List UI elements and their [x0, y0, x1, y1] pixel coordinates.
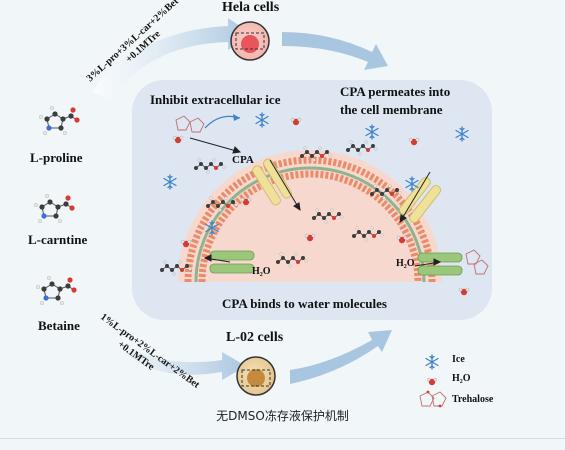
- hela-cells-label: Hela cells: [222, 0, 279, 16]
- arrow-bottom-label-line1: 1%L-pro+2%L-car+2%Bet: [98, 312, 202, 392]
- betaine-label: Betaine: [38, 318, 80, 334]
- legend-trehalose-label: Trehalose: [452, 394, 493, 405]
- betaine-molecule: [36, 276, 76, 305]
- legend-water-label: H₂O: [452, 373, 471, 384]
- permeates-text-line2: the cell membrane: [340, 102, 443, 118]
- top-right-arrow: [282, 32, 388, 70]
- l-proline-molecule: [39, 106, 79, 135]
- h2o-right-label: H₂O: [396, 258, 415, 269]
- l02-cells-label: L-02 cells: [226, 330, 283, 346]
- legend-ice-label: Ice: [452, 354, 465, 365]
- cpa-label: CPA: [232, 154, 254, 166]
- legend-water-icon: [427, 378, 437, 385]
- inhibit-ice-text: Inhibit extracellular ice: [150, 92, 280, 108]
- l-proline-label: L-proline: [30, 150, 83, 166]
- l02-cell-icon: [237, 357, 275, 395]
- hela-cell-icon: [231, 22, 269, 60]
- bottom-right-arrow: [290, 330, 392, 384]
- figure-caption: 无DMSO冻存液保护机制: [0, 407, 565, 424]
- h2o-left-label: H₂O: [252, 266, 271, 277]
- legend-ice-icon: [426, 355, 438, 369]
- permeates-text-line1: CPA permeates into: [340, 84, 450, 100]
- l-carnitine-label: L-carntine: [28, 232, 87, 248]
- footer-divider: [0, 438, 565, 439]
- l-carnitine-molecule: [34, 194, 74, 223]
- legend-trehalose-icon: [420, 391, 446, 408]
- cpa-binds-text: CPA binds to water molecules: [222, 296, 387, 312]
